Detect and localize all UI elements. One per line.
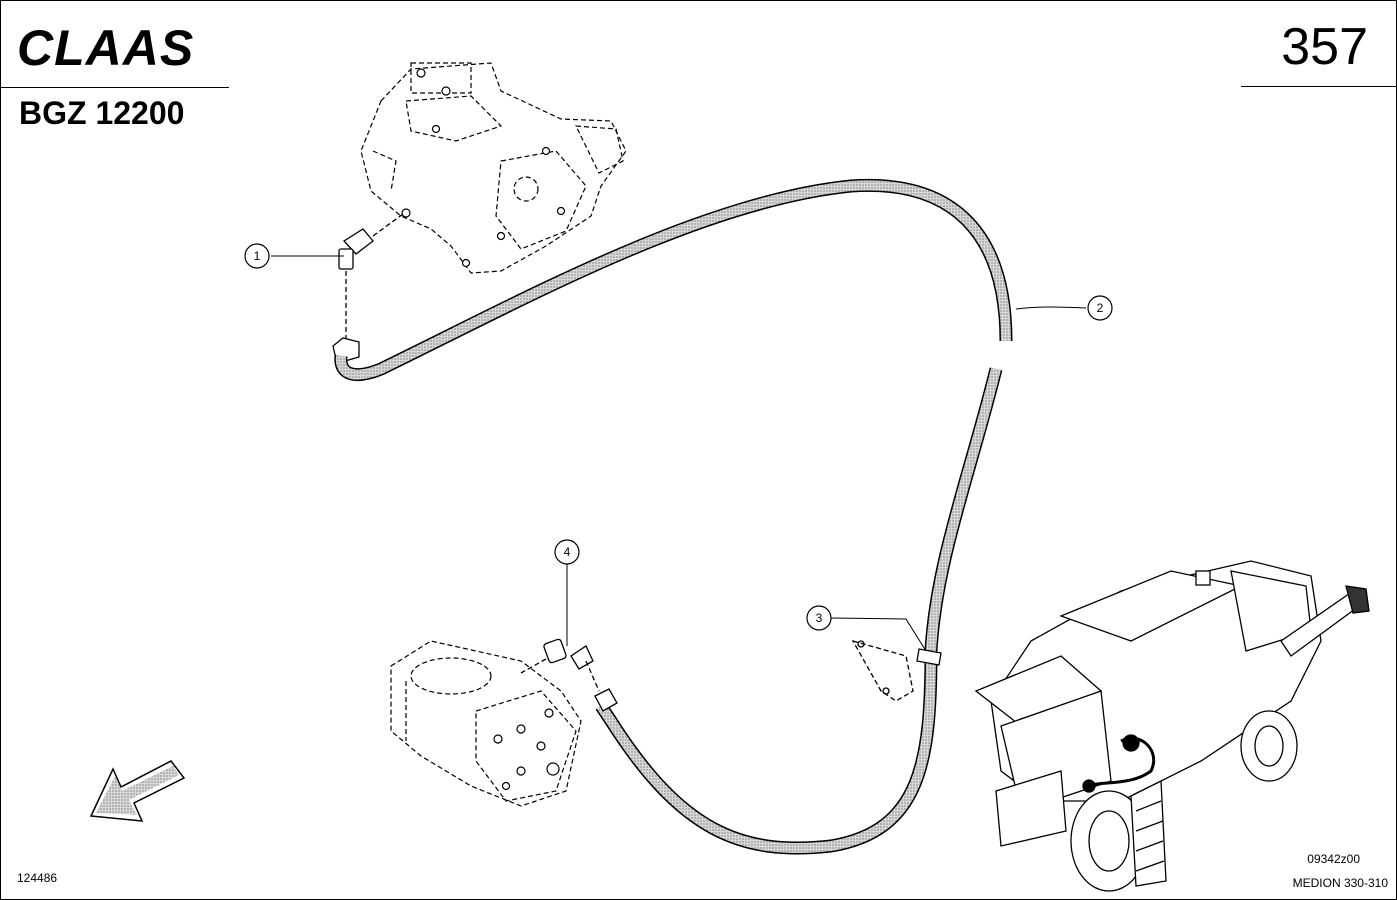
elbow-fitting-1 bbox=[332, 213, 404, 362]
model-name: MEDION 330-310 bbox=[1292, 876, 1388, 890]
callout-3: 3 bbox=[806, 605, 832, 631]
lower-pump-ports bbox=[493, 708, 560, 791]
document-code: BGZ 12200 bbox=[19, 95, 185, 131]
callout-4: 4 bbox=[554, 539, 580, 565]
callout-4-label: 4 bbox=[564, 545, 571, 559]
page-number: 357 bbox=[1281, 18, 1368, 76]
upper-pump-assembly bbox=[360, 62, 627, 274]
callout-2-label: 2 bbox=[1097, 301, 1104, 315]
callout-leaders bbox=[271, 255, 1087, 652]
combine-harvester-illustration bbox=[974, 560, 1370, 892]
callout-1-label: 1 bbox=[254, 249, 261, 263]
drawing-code: 09342z00 bbox=[1307, 852, 1360, 866]
lower-pump-assembly bbox=[390, 640, 582, 807]
header-rule-left bbox=[1, 87, 229, 88]
hose-clamp-3 bbox=[851, 639, 942, 702]
callout-3-label: 3 bbox=[816, 611, 823, 625]
callout-2: 2 bbox=[1087, 295, 1113, 321]
elbow-fitting-4 bbox=[520, 638, 618, 712]
header-rule-right bbox=[1241, 86, 1396, 87]
brand-logo-text: CLAAS bbox=[17, 23, 194, 69]
hydraulic-hose-lower bbox=[595, 367, 1003, 855]
callout-1: 1 bbox=[244, 243, 270, 269]
upper-pump-bolts bbox=[401, 68, 566, 268]
claas-logo: CLAAS bbox=[15, 20, 235, 76]
hydraulic-hose-2 bbox=[334, 178, 1013, 382]
figure-number: 124486 bbox=[17, 871, 58, 885]
direction-arrow-icon bbox=[89, 760, 186, 822]
